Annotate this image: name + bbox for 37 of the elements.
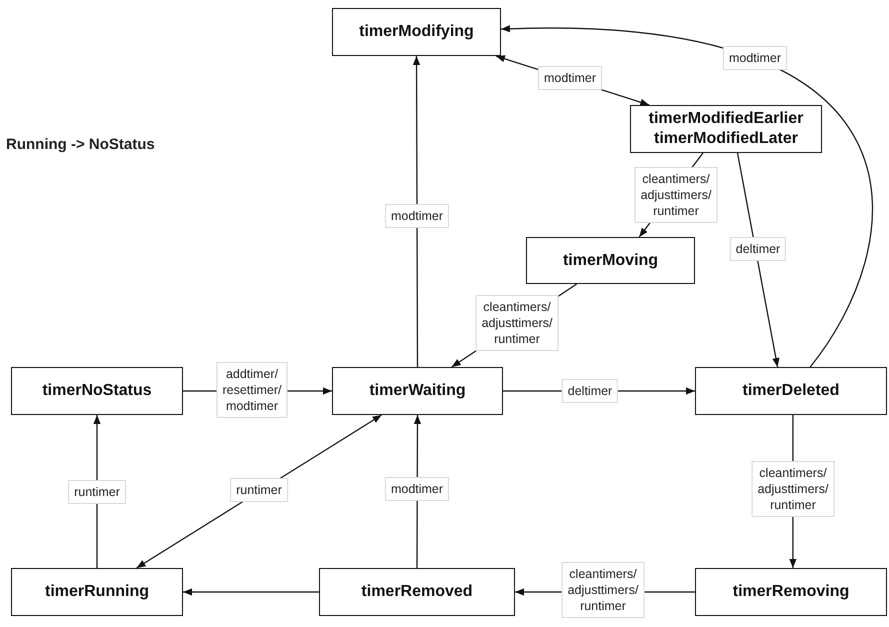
edge-label: runtimer bbox=[68, 480, 126, 504]
transition-arrow bbox=[412, 56, 420, 367]
edge-label: deltimer bbox=[730, 237, 786, 261]
edge-label: deltimer bbox=[562, 379, 618, 403]
state-box bbox=[630, 105, 822, 153]
state-name: timerMoving bbox=[562, 250, 658, 270]
edge-label: runtimer bbox=[230, 478, 288, 502]
edge-label: modtimer bbox=[538, 66, 602, 90]
state-name: timerModifying bbox=[359, 22, 474, 42]
transition-arrow bbox=[736, 152, 780, 368]
state-box bbox=[332, 8, 501, 56]
state-name: timerModifiedEarlier bbox=[648, 109, 804, 129]
state-box bbox=[695, 367, 887, 415]
state-box bbox=[695, 568, 887, 616]
state-name: timerRemoving bbox=[732, 582, 850, 602]
state-box bbox=[11, 568, 183, 616]
state-box bbox=[332, 367, 503, 415]
state-name: timerDeleted bbox=[742, 381, 840, 401]
transition-arrow bbox=[183, 588, 319, 596]
edge-label: modtimer bbox=[384, 204, 450, 228]
edge-label: cleantimers/ adjusttimers/ runtimer bbox=[562, 562, 644, 618]
state-name: timerRemoved bbox=[361, 582, 473, 602]
state-box bbox=[319, 568, 515, 616]
edge-label: cleantimers/ adjusttimers/ runtimer bbox=[476, 295, 558, 351]
state-name: timerRunning bbox=[45, 582, 149, 602]
edge-label: addtimer/ resettimer/ modtimer bbox=[216, 362, 288, 418]
edge-label: cleantimers/ adjusttimers/ runtimer bbox=[752, 461, 834, 517]
edge-label: modtimer bbox=[384, 477, 450, 501]
state-name: timerModifiedLater bbox=[654, 129, 798, 149]
transition-arrow bbox=[501, 26, 872, 368]
state-box bbox=[11, 367, 183, 415]
edge-label: modtimer bbox=[722, 46, 788, 70]
diagram-title: Running -> NoStatus bbox=[6, 136, 155, 153]
state-name: timerNoStatus bbox=[42, 381, 152, 401]
state-name: timerWaiting bbox=[369, 381, 466, 401]
state-box bbox=[526, 237, 695, 284]
edge-label: cleantimers/ adjusttimers/ runtimer bbox=[634, 167, 718, 223]
